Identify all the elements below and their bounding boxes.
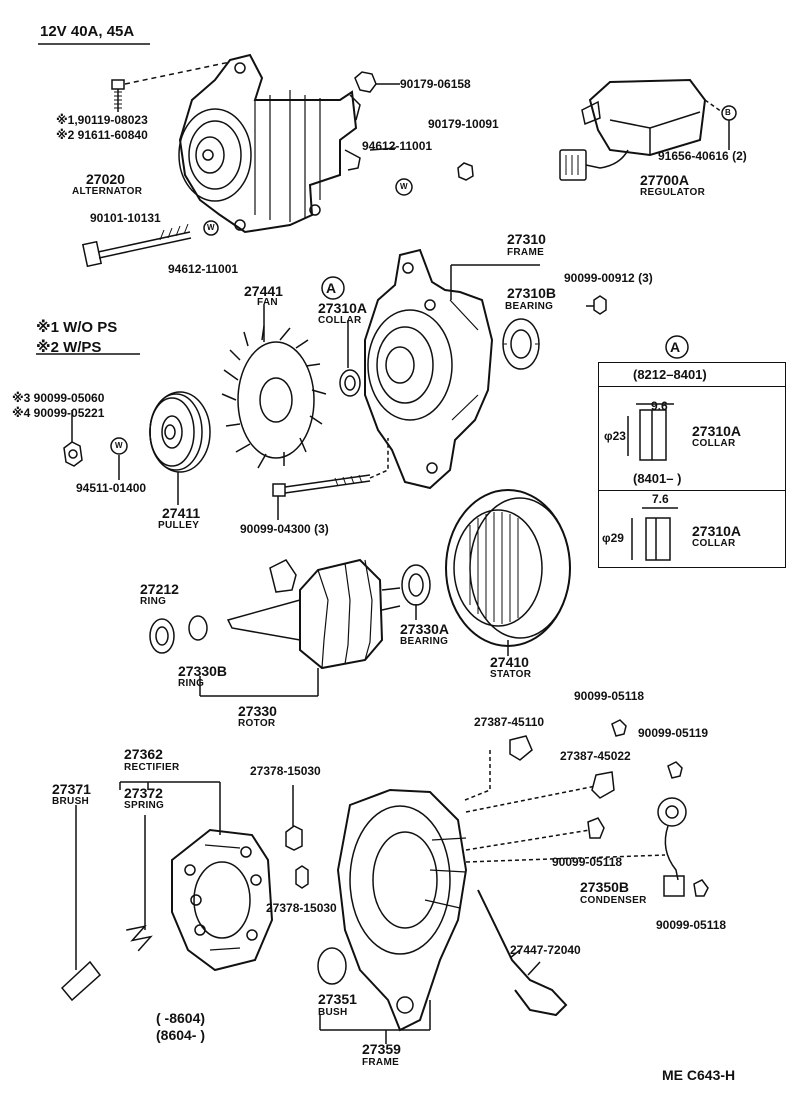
label-alternator: ALTERNATOR (72, 186, 143, 197)
part-27020: 27020 (86, 171, 125, 187)
collar-detail-inset: (8212–8401) (8401– ) (598, 362, 786, 568)
part-94612-11001-b: 94612-11001 (168, 262, 239, 276)
frame-27310-drawing (364, 248, 494, 490)
label-frame-front: FRAME (507, 247, 545, 258)
part-27378-15030-b: 27378-15030 (266, 901, 337, 915)
part-94511-01400: 94511-01400 (76, 481, 147, 495)
inset-part-2: 27310A (692, 523, 742, 539)
marker-w-2: W (207, 223, 215, 232)
label-rotor: ROTOR (238, 718, 276, 729)
diagram-code: ME C643-H (662, 1067, 736, 1083)
inset-range-2: (8401– ) (633, 471, 682, 486)
legend-note-1: ※1 W/O PS (36, 319, 118, 336)
part-27441: 27441 (244, 283, 283, 299)
label-condenser: CONDENSER (580, 895, 647, 906)
part-90099-05118-a: 90099-05118 (574, 689, 645, 703)
inset-name-2: COLLAR (692, 538, 736, 549)
part-90179-10091: 90179-10091 (428, 117, 499, 131)
legend-note-2: ※2 W/PS (36, 339, 102, 356)
part-27359: 27359 (362, 1041, 401, 1057)
label-pulley: PULLEY (158, 520, 200, 531)
inset-part-1: 27310A (692, 423, 742, 439)
part-90099-05221: ※4 90099-05221 (12, 406, 105, 420)
long-bolt-90101-drawing (81, 223, 192, 268)
inset-row-2-header: (8401– ) (599, 467, 785, 491)
part-27447-72040: 27447-72040 (510, 943, 581, 957)
part-94612-11001-a: 94612-11001 (362, 139, 433, 153)
part-90099-00912: 90099-00912 (3) (564, 271, 653, 285)
label-regulator: REGULATOR (640, 187, 706, 198)
collar-detail-1-drawing (627, 403, 674, 461)
part-27387-45022: 27387-45022 (560, 749, 631, 763)
part-90099-05118-c: 90099-05118 (656, 918, 727, 932)
label-ring-1: RING (140, 596, 167, 607)
label-brush: BRUSH (52, 796, 90, 807)
part-90179-06158: 90179-06158 (400, 77, 471, 91)
part-27212: 27212 (140, 581, 179, 597)
marker-b: B (725, 108, 731, 117)
marker-w-3: W (115, 441, 123, 450)
label-fan: FAN (257, 297, 278, 308)
label-rectifier: RECTIFIER (124, 762, 180, 773)
part-27700A: 27700A (640, 172, 690, 188)
inset-dim-w-2: 7.6 (652, 492, 669, 506)
part-27310B: 27310B (507, 285, 557, 301)
part-91611-60840: ※2 91611-60840 (56, 128, 148, 142)
fan-drawing (221, 325, 327, 469)
marker-w-1: W (400, 182, 408, 191)
stator-drawing (445, 489, 571, 647)
range-label-1: ( -8604) (156, 1010, 206, 1026)
part-27330B: 27330B (178, 663, 228, 679)
alternator-drawing (178, 53, 361, 234)
label-spring: SPRING (124, 800, 165, 811)
part-27387-45110: 27387-45110 (474, 715, 545, 729)
pulley-drawing (149, 391, 211, 473)
part-27362: 27362 (124, 746, 163, 762)
part-27351: 27351 (318, 991, 357, 1007)
collar-detail-2-drawing (631, 507, 678, 561)
inset-dim-d-2: φ29 (602, 531, 624, 545)
part-91656-40616: 91656-40616 (2) (658, 149, 747, 163)
part-90099-05119: 90099-05119 (638, 726, 709, 740)
label-bearing-rear: BEARING (400, 636, 449, 647)
part-27350B: 27350B (580, 879, 630, 895)
inset-name-1: COLLAR (692, 438, 736, 449)
part-27310A: 27310A (318, 300, 368, 316)
part-27371: 27371 (52, 781, 91, 797)
part-90119-08023: ※1,90119-08023 (56, 113, 148, 127)
part-27411: 27411 (162, 505, 201, 521)
inset-row-1-header: (8212–8401) (599, 363, 785, 387)
rectifier-drawing (171, 828, 274, 972)
part-27330A: 27330A (400, 621, 450, 637)
part-27410: 27410 (490, 654, 529, 670)
rear-frame-drawing (336, 788, 468, 1032)
part-27330: 27330 (238, 703, 277, 719)
inset-range-1: (8212–8401) (633, 367, 707, 382)
label-stator: STATOR (490, 669, 532, 680)
label-bush: BUSH (318, 1007, 348, 1018)
part-90101-10131: 90101-10131 (90, 211, 161, 225)
label-frame-rear: FRAME (362, 1057, 400, 1068)
inset-dim-w-1: 9.6 (651, 399, 668, 413)
regulator-drawing (559, 78, 737, 181)
bolt-90119-drawing (111, 79, 125, 112)
part-90099-05118-b: 90099-05118 (552, 855, 623, 869)
inset-dim-d-1: φ23 (604, 429, 626, 443)
part-90099-04300: 90099-04300 (3) (240, 522, 329, 536)
bolt-90099-04300-drawing (272, 474, 371, 497)
label-bearing-front: BEARING (505, 301, 554, 312)
rotor-drawing (226, 558, 401, 670)
part-90099-05060: ※3 90099-05060 (12, 391, 105, 405)
label-collar: COLLAR (318, 315, 362, 326)
diagram-title: 12V 40A, 45A (40, 23, 135, 40)
part-27372: 27372 (124, 785, 163, 801)
label-ring-2: RING (178, 678, 205, 689)
part-27310: 27310 (507, 231, 546, 247)
marker-a-inset: A (670, 339, 681, 355)
range-label-2: (8604- ) (156, 1027, 206, 1043)
condenser-drawing (657, 797, 687, 897)
marker-a-main: A (326, 280, 337, 296)
part-27378-15030-a: 27378-15030 (250, 764, 321, 778)
